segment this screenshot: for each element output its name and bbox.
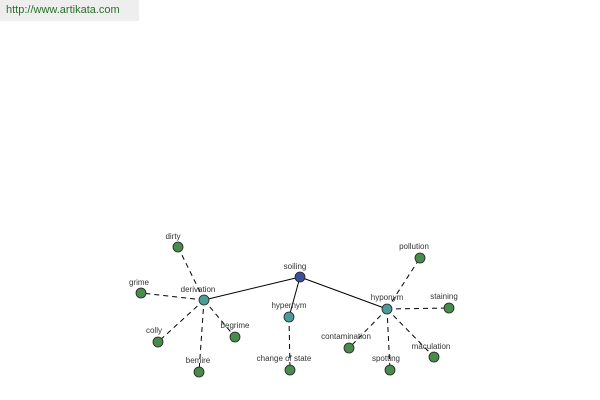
node-label-hyponym[interactable]: hyponym (371, 293, 404, 302)
node-label-bemire[interactable]: bemire (186, 356, 211, 365)
nodes-layer: dirty grime colly bemire begrime change of st… (129, 232, 458, 378)
leaf-node-spotting[interactable]: spotting (372, 354, 400, 376)
edge-derivation-begrime (203, 299, 236, 338)
edge-soiling-hyponym (299, 276, 388, 310)
leaf-node-grime[interactable]: grime (129, 278, 150, 299)
edge-hyponym-spotting (386, 308, 391, 371)
node-dot-grime[interactable] (135, 287, 147, 299)
edge-derivation-dirty (177, 246, 205, 301)
node-label-begrime[interactable]: begrime (221, 321, 250, 330)
node-dot-derivation[interactable] (198, 294, 210, 306)
node-label-colly[interactable]: colly (146, 326, 162, 335)
edge-derivation-bemire (198, 299, 205, 373)
node-label-contamination[interactable]: contamination (321, 332, 371, 341)
node-dot-hyponym[interactable] (381, 303, 393, 315)
edges-layer (140, 246, 450, 373)
edge-hyponym-staining (386, 307, 450, 310)
edge-derivation-grime (140, 292, 205, 301)
node-label-dirty[interactable]: dirty (165, 232, 180, 241)
node-dot-pollution[interactable] (414, 252, 426, 264)
leaf-node-pollution[interactable]: pollution (399, 242, 429, 264)
edge-hyponym-pollution (386, 257, 421, 310)
node-dot-soiling[interactable] (294, 271, 306, 283)
node-label-derivation[interactable]: derivation (181, 285, 216, 294)
node-dot-change-of-state[interactable] (284, 364, 296, 376)
relation-node-derivation[interactable]: derivation (181, 285, 216, 306)
root-node-soiling[interactable]: soiling (284, 262, 307, 283)
node-dot-spotting[interactable] (384, 364, 396, 376)
node-label-staining[interactable]: staining (430, 292, 458, 301)
node-label-pollution[interactable]: pollution (399, 242, 429, 251)
leaf-node-begrime[interactable]: begrime (221, 321, 250, 343)
node-dot-contamination[interactable] (343, 342, 355, 354)
edge-soiling-derivation (203, 276, 301, 301)
node-label-soiling[interactable]: soiling (284, 262, 307, 271)
relation-node-hypernym[interactable]: hypernym (271, 301, 307, 323)
node-label-grime[interactable]: grime (129, 278, 150, 287)
node-dot-dirty[interactable] (172, 241, 184, 253)
node-dot-staining[interactable] (443, 302, 455, 314)
leaf-node-contamination[interactable]: contamination (321, 332, 371, 354)
node-dot-begrime[interactable] (229, 331, 241, 343)
edge-hyponym-maculation (386, 308, 435, 358)
leaf-node-colly[interactable]: colly (146, 326, 164, 348)
leaf-node-staining[interactable]: staining (430, 292, 458, 314)
site-url-link[interactable]: http://www.artikata.com (0, 0, 139, 21)
node-dot-colly[interactable] (152, 336, 164, 348)
node-label-change-of-state[interactable]: change of state (257, 354, 312, 363)
node-label-spotting[interactable]: spotting (372, 354, 400, 363)
edge-soiling-hypernym (288, 276, 301, 318)
edge-hyponym-contamination (348, 308, 388, 349)
leaf-node-dirty[interactable]: dirty (165, 232, 184, 253)
node-dot-bemire[interactable] (193, 366, 205, 378)
node-dot-maculation[interactable] (428, 351, 440, 363)
relation-node-hyponym[interactable]: hyponym (371, 293, 404, 315)
edge-derivation-colly (157, 299, 205, 343)
leaf-node-change-of-state[interactable]: change of state (257, 354, 312, 376)
node-label-hypernym[interactable]: hypernym (271, 301, 306, 310)
node-label-maculation[interactable]: maculation (412, 342, 451, 351)
node-dot-hypernym[interactable] (283, 311, 295, 323)
leaf-node-bemire[interactable]: bemire (186, 356, 211, 378)
leaf-node-maculation[interactable]: maculation (412, 342, 451, 363)
